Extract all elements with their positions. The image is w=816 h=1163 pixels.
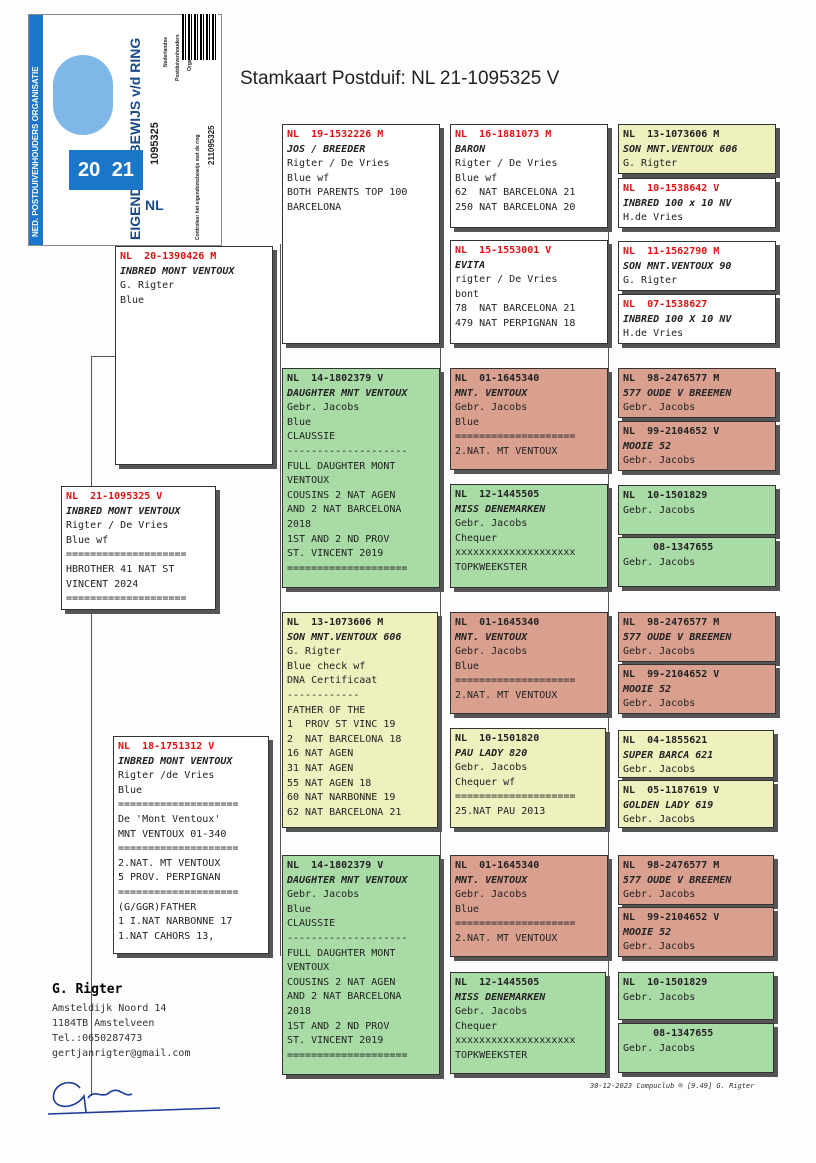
card-g8: 08-1347655 Gebr. Jacobs (618, 537, 776, 587)
card-dss: NL 01-1645340 MNT. VENTOUX Gebr. Jacobs … (450, 612, 608, 714)
card-g7: NL 10-1501829 Gebr. Jacobs (618, 485, 776, 535)
owner-email: gertjanrigter@gmail.com (52, 1048, 191, 1059)
connector (440, 128, 441, 928)
sticker-band (29, 15, 43, 245)
sticker-ring-number: 1095325 (149, 122, 161, 165)
sticker-band-text: EIGENDOMSBEWIJS v/d RING (127, 37, 143, 240)
page-title: Stamkaart Postduif: NL 21-1095325 V (240, 68, 560, 89)
card-dam: NL 18-1751312 V INBRED MONT VENTOUX Rigt… (113, 736, 269, 954)
sticker-year: 20 21 (69, 150, 143, 190)
connector (280, 244, 281, 956)
card-g11: NL 04-1855621 SUPER BARCA 621 Gebr. Jaco… (618, 730, 774, 778)
card-dds: NL 01-1645340 MNT. VENTOUX Gebr. Jacobs … (450, 855, 608, 957)
card-sire-sire: NL 19-1532226 M JOS / BREEDER Rigter / D… (282, 124, 440, 344)
card-sdd: NL 12-1445505 MISS DENEMARKEN Gebr. Jaco… (450, 484, 608, 588)
card-g5: NL 98-2476577 M 577 OUDE V BREEMEN Gebr.… (618, 368, 776, 418)
card-dam-dam: NL 14-1802379 V DAUGHTER MNT VENTOUX Geb… (282, 855, 440, 1075)
card-dsd: NL 10-1501820 PAU LADY 820 Gebr. Jacobs … (450, 728, 606, 828)
card-subject: NL 21-1095325 V INBRED MONT VENTOUX Rigt… (61, 486, 216, 610)
card-ssd: NL 15-1553001 V EVITA rigter / De Vries … (450, 240, 608, 344)
card-g1: NL 13-1073606 M SON MNT.VENTOUX 606 G. R… (618, 124, 776, 174)
card-sire: NL 20-1390426 M INBRED MONT VENTOUX G. R… (115, 246, 273, 465)
card-g15: NL 10-1501829 Gebr. Jacobs (618, 972, 774, 1020)
card-g6: NL 99-2104652 V MOOIE 52 Gebr. Jacobs (618, 421, 776, 471)
sticker-country: NL (145, 197, 164, 213)
software-credit: 30-12-2023 Compuclub ® [9.49] G. Rigter (590, 1082, 755, 1090)
sticker-org: NED. POSTDUIVENHOUDERS ORGANISATIE (31, 66, 40, 237)
card-g4: NL 07-1538627 INBRED 100 X 10 NV H.de Vr… (618, 294, 776, 344)
card-g12: NL 05-1187619 V GOLDEN LADY 619 Gebr. Ja… (618, 780, 774, 828)
connector (91, 356, 92, 1096)
owner-phone: Tel.:0650287473 (52, 1033, 143, 1044)
connector (608, 128, 609, 996)
card-sire-dam: NL 14-1802379 V DAUGHTER MNT VENTOUX Geb… (282, 368, 440, 588)
connector (91, 356, 117, 357)
card-g9: NL 98-2476577 M 577 OUDE V BREEMEN Gebr.… (618, 612, 776, 662)
card-sss: NL 16-1881073 M BARON Rigter / De Vries … (450, 124, 608, 228)
sticker-barcode-number: 211095325 (207, 125, 216, 165)
card-g16: 08-1347655 Gebr. Jacobs (618, 1023, 774, 1073)
sticker-legend-2: Postduivenhouders (175, 34, 181, 81)
owner-city: 1184TB Amstelveen (52, 1018, 155, 1029)
signature-icon (47, 1082, 221, 1115)
owner-address: Amsteldijk Noord 14 (52, 1003, 167, 1014)
owner-name: G. Rigter (52, 982, 123, 997)
card-sds: NL 01-1645340 MNT. VENTOUX Gebr. Jacobs … (450, 368, 608, 470)
sticker-legend-1: Nederlandse (163, 36, 169, 67)
card-ddd: NL 12-1445505 MISS DENEMARKEN Gebr. Jaco… (450, 972, 606, 1074)
lion-logo-icon (53, 55, 113, 135)
card-dam-sire: NL 13-1073606 M SON MNT.VENTOUX 606 G. R… (282, 612, 438, 828)
card-g14: NL 99-2104652 V MOOIE 52 Gebr. Jacobs (618, 907, 774, 957)
card-g13: NL 98-2476577 M 577 OUDE V BREEMEN Gebr.… (618, 855, 774, 905)
card-g10: NL 99-2104652 V MOOIE 52 Gebr. Jacobs (618, 664, 776, 714)
card-g3: NL 11-1562790 M SON MNT.VENTOUX 90 G. Ri… (618, 241, 776, 291)
card-g2: NL 10-1538642 V INBRED 100 x 10 NV H.de … (618, 178, 776, 228)
sticker-note: Controleer het eigendomsbewijs met de ri… (195, 134, 201, 240)
barcode-icon (182, 14, 218, 60)
